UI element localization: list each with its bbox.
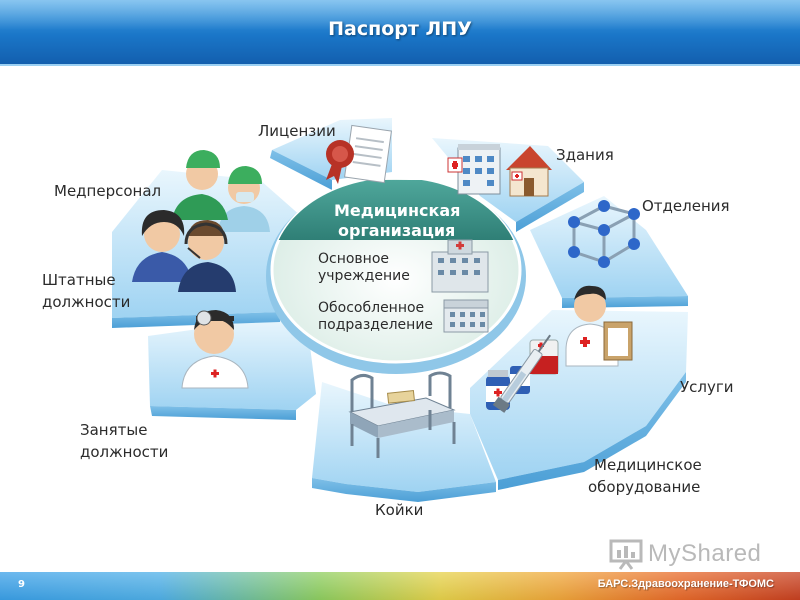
buildings-icon	[447, 144, 552, 197]
slide-title: Паспорт ЛПУ	[328, 18, 472, 40]
branch-line1: Обособленное	[318, 300, 425, 316]
label-staff-positions-line1: Штатные	[42, 271, 116, 289]
label-equipment-line1: Медицинское	[594, 456, 702, 474]
doctor-head-mirror-icon	[181, 310, 249, 389]
license-document-icon	[326, 124, 392, 184]
branch-building-icon	[443, 299, 489, 333]
label-services: Услуги	[680, 378, 734, 396]
center-title-line2: организация	[338, 221, 456, 240]
center-title-line1: Медицинская	[334, 201, 461, 220]
label-licenses: Лицензии	[258, 122, 336, 140]
segment-services-equipment	[470, 310, 688, 490]
branch-line2: подразделение	[318, 317, 434, 333]
watermark-text: MyShared	[648, 540, 762, 567]
medical-staff-group-icon	[132, 150, 270, 292]
slide-header: Паспорт ЛПУ	[0, 0, 800, 66]
hospital-building-icon	[431, 239, 489, 293]
label-medical-staff: Медперсонал	[54, 182, 162, 200]
label-occupied-line2: должности	[80, 443, 169, 461]
footer-text: БАРС.Здравоохранение-ТФОМС	[597, 578, 774, 590]
main-institution-line1: Основное	[318, 251, 390, 267]
label-departments: Отделения	[642, 197, 730, 215]
label-beds: Койки	[375, 501, 424, 519]
departments-cube-icon	[568, 200, 640, 268]
medical-equipment-icon	[486, 334, 559, 413]
label-buildings: Здания	[556, 146, 614, 164]
label-equipment-line2: оборудование	[588, 478, 701, 496]
presentation-board-icon	[609, 539, 643, 570]
label-staff-positions-line2: должности	[42, 293, 131, 311]
page-number: 9	[18, 579, 25, 590]
doctor-clipboard-icon	[565, 285, 633, 367]
myshared-watermark: MyShared	[608, 538, 768, 572]
label-occupied-line1: Занятые	[80, 421, 148, 439]
segment-beds	[312, 382, 496, 502]
slide-footer: 9 БАРС.Здравоохранение-ТФОМС	[0, 572, 800, 600]
hospital-bed-icon	[348, 371, 456, 458]
main-institution-line2: учреждение	[318, 268, 410, 284]
